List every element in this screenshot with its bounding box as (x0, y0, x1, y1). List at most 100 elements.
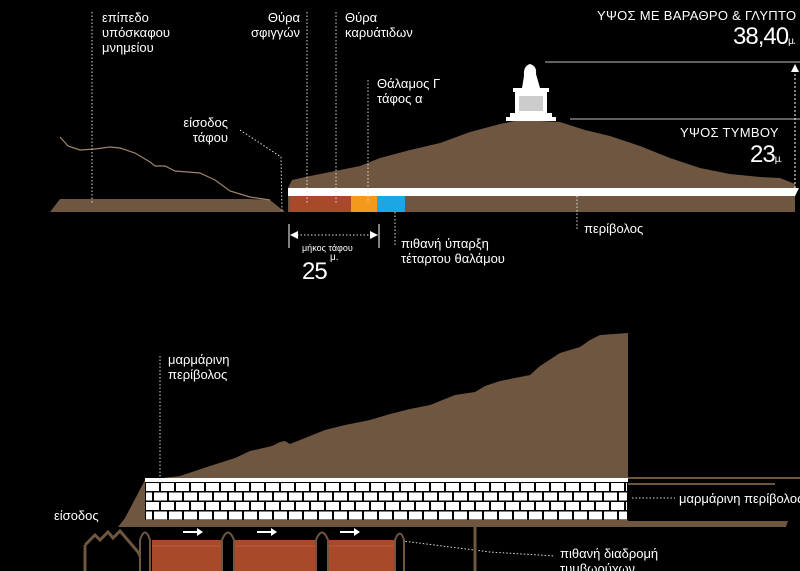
marble-brick (416, 483, 429, 491)
arch-doors-icon (139, 531, 405, 571)
marble-brick (154, 492, 167, 501)
marble-brick (364, 511, 377, 520)
marble-brick (229, 511, 242, 520)
marble-brick (619, 492, 627, 501)
marble-brick (491, 483, 504, 491)
marble-brick (319, 492, 332, 501)
marble-brick (199, 511, 212, 520)
mound-bottom (145, 333, 628, 480)
marble-brick (169, 511, 182, 520)
marble-brick (559, 511, 572, 520)
marble-brick (146, 511, 152, 520)
marble-brick (191, 502, 204, 510)
marble-brick (371, 502, 384, 510)
marble-brick (604, 511, 617, 520)
marble-brick (469, 511, 482, 520)
marble-brick (484, 511, 497, 520)
total-height-unit: μ. (788, 36, 795, 47)
marble-brick (154, 511, 167, 520)
marble-brick (229, 492, 242, 501)
marble-brick (281, 502, 294, 510)
marble-brick (491, 502, 504, 510)
marble-brick (334, 511, 347, 520)
marble-brick (146, 483, 159, 491)
marble-brick (296, 483, 309, 491)
total-height-value: 38,40μ. (733, 23, 796, 55)
wall-base-strip (140, 521, 788, 527)
marble-brick (146, 492, 152, 501)
marble-brick (304, 511, 317, 520)
marble-brick (214, 492, 227, 501)
marble-brick (161, 483, 174, 491)
marble-brick (364, 492, 377, 501)
marble-brick (506, 502, 519, 510)
leader-lines (91, 12, 578, 245)
subsoil-terrain-line (59, 136, 271, 201)
marble-brick (409, 492, 422, 501)
ground-slab-left (50, 199, 285, 212)
marble-brick (454, 511, 467, 520)
marble-brick (469, 492, 482, 501)
marble-brick (506, 483, 519, 491)
marble-brick (394, 492, 407, 501)
marble-brick (559, 492, 572, 501)
chamber-1 (152, 540, 222, 571)
marble-brick (386, 502, 399, 510)
marble-brick (439, 492, 452, 501)
chamber-c-label: Θάλαμος Γ τάφος α (377, 76, 441, 106)
marble-brick (416, 502, 429, 510)
marble-brick (461, 502, 474, 510)
marble-brick (274, 492, 287, 501)
marble-brick (626, 502, 627, 510)
marble-brick (169, 492, 182, 501)
marble-brick (431, 502, 444, 510)
stairs-icon (83, 528, 147, 571)
tomb-length-number: 25 (302, 258, 328, 285)
chamber-2 (235, 540, 315, 571)
marble-brick (476, 502, 489, 510)
marble-brick (446, 502, 459, 510)
marble-brick (484, 492, 497, 501)
marble-brick (236, 483, 249, 491)
marble-brick (401, 483, 414, 491)
marble-brick (529, 492, 542, 501)
marble-brick (221, 483, 234, 491)
marble-brick (214, 511, 227, 520)
marble-brick (454, 492, 467, 501)
marble-brick (521, 483, 534, 491)
mound-top (288, 120, 795, 188)
tomb-length-label: μήκος τάφου (302, 243, 353, 253)
marble-brick (206, 502, 219, 510)
tomb-length-dimension (288, 224, 380, 248)
marble-brick (274, 511, 287, 520)
total-height-number: 38,40 (733, 23, 789, 50)
mound-height-number: 23 (750, 141, 776, 168)
marble-brick (289, 492, 302, 501)
marble-brick (379, 492, 392, 501)
marble-brick (536, 483, 549, 491)
marble-wall-top (145, 478, 628, 482)
marble-brick (356, 483, 369, 491)
marble-brick (596, 483, 609, 491)
total-height-label: ΥΨΟΣ ΜΕ ΒΑΡΑΘΡΟ & ΓΛΥΠΤΟ (597, 8, 797, 23)
marble-brick (184, 511, 197, 520)
marble-brick (431, 483, 444, 491)
chamber-red (290, 196, 351, 212)
marble-enclosure-right-label: μαρμάρινη περίβολος (679, 491, 800, 506)
marble-brick (259, 492, 272, 501)
marble-brick (424, 511, 437, 520)
marble-brick (499, 492, 512, 501)
marble-brick (596, 502, 609, 510)
marble-brick (259, 511, 272, 520)
robbers-route-label: πιθανή διαδρομή τυμβωρύχων (560, 546, 659, 571)
marble-brick (386, 483, 399, 491)
marble-brick (191, 483, 204, 491)
marble-brick (311, 483, 324, 491)
marble-brick (536, 502, 549, 510)
marble-brick (439, 511, 452, 520)
marble-brick (589, 511, 602, 520)
door-arcs-icon (289, 189, 363, 197)
marble-brick (341, 483, 354, 491)
marble-brick (146, 502, 159, 510)
